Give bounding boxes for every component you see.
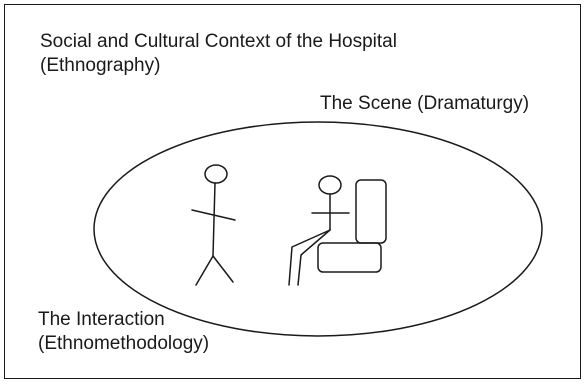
scene-label: The Scene (Dramaturgy) [320,93,530,114]
interaction-label-line2: (Ethnomethodology) [38,333,210,354]
context-label-line1: Social and Cultural Context of the Hospi… [40,31,397,52]
standing-figure-icon [191,164,236,286]
seated-figure-icon [288,175,350,286]
interaction-label: The Interaction (Ethnomethodology) [38,308,209,356]
context-label: Social and Cultural Context of the Hospi… [40,30,397,78]
diagram-frame [4,4,581,379]
chair-icon [317,179,387,273]
interaction-label-line1: The Interaction [38,309,165,330]
scene-ellipse [93,121,543,337]
context-label-line2: (Ethnography) [40,55,161,76]
